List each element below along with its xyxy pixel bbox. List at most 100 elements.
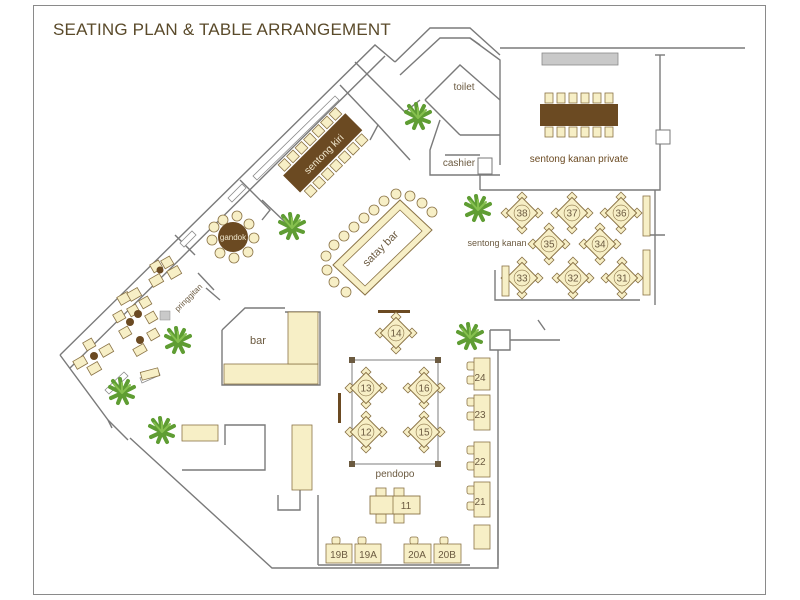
diamond-table-t14: 14 xyxy=(374,311,418,355)
table-24-number: 24 xyxy=(474,373,486,384)
table-t37-number: 37 xyxy=(566,209,578,220)
diamond-table-t35: 35 xyxy=(527,222,571,266)
table-rim xyxy=(591,235,609,253)
pringgitan-side-tables xyxy=(90,266,164,360)
table-20b-number: 20B xyxy=(438,550,456,561)
table-rim xyxy=(415,423,433,441)
table-rim xyxy=(513,204,531,222)
table-top xyxy=(407,371,441,405)
diamond-table-t12: 12 xyxy=(344,410,388,454)
gandok-round-table: gandok xyxy=(206,210,260,264)
diamond-table-t31: 31 xyxy=(600,256,644,300)
table-top xyxy=(532,227,566,261)
sentong-kanan-private-label: sentong kanan private xyxy=(530,154,629,165)
table-23-number: 23 xyxy=(474,410,486,421)
pendopo-tables: 14 13 16 12 15 xyxy=(344,311,446,454)
pendopo-label: pendopo xyxy=(376,469,415,480)
table-top xyxy=(349,371,383,405)
table-top xyxy=(349,415,383,449)
table-top xyxy=(556,261,590,295)
bar-label: bar xyxy=(250,335,266,347)
table-t13-number: 13 xyxy=(360,384,372,395)
diamond-table-t33: 33 xyxy=(500,256,544,300)
table-22-number: 22 xyxy=(474,457,486,468)
table-rim xyxy=(564,269,582,287)
table-t35-number: 35 xyxy=(543,240,555,251)
table-rim xyxy=(613,269,631,287)
plant-icon xyxy=(148,416,176,444)
table-rim xyxy=(540,235,558,253)
bench xyxy=(642,195,651,237)
plant-icon xyxy=(108,377,136,405)
table-top xyxy=(505,261,539,295)
pringgitan-column xyxy=(159,310,171,321)
column xyxy=(655,129,671,145)
table-rim xyxy=(357,379,375,397)
table-top xyxy=(604,196,638,230)
table-t12-number: 12 xyxy=(360,428,372,439)
diamond-table-t37: 37 xyxy=(550,191,594,235)
table-top xyxy=(605,261,639,295)
diamond-table-t13: 13 xyxy=(344,366,388,410)
pringgitan-bench xyxy=(139,367,161,381)
cashier-label: cashier xyxy=(443,158,476,169)
plant-icon xyxy=(464,194,492,222)
cashier-counter xyxy=(477,157,493,175)
gandok-label: gandok xyxy=(220,233,247,242)
counter xyxy=(291,424,313,491)
service-counter xyxy=(541,52,619,66)
table-rim xyxy=(357,423,375,441)
table-19b-number: 19B xyxy=(330,550,348,561)
bench xyxy=(501,265,510,297)
table-t36-number: 36 xyxy=(615,209,627,220)
table-19a-number: 19A xyxy=(359,550,377,561)
diamond-table-t16: 16 xyxy=(402,366,446,410)
table-21-number: 21 xyxy=(474,497,486,508)
plan-frame xyxy=(33,5,766,595)
pringgitan-label: pringgitan xyxy=(173,282,204,313)
diamond-table-t15: 15 xyxy=(402,410,446,454)
diamond-table-t32: 32 xyxy=(551,256,595,300)
bottom-row-tables: 19B 19A 20A 20B xyxy=(325,536,462,564)
table-rim xyxy=(513,269,531,287)
sentong-kiri-table: sentong kiri xyxy=(277,107,369,198)
diamond-table-t38: 38 xyxy=(500,191,544,235)
table-rim xyxy=(387,324,405,342)
right-column-tables: 24 23 22 21 xyxy=(466,357,491,550)
table-11: 11 xyxy=(369,487,421,524)
table-t38-number: 38 xyxy=(516,209,528,220)
table-t33-number: 33 xyxy=(516,274,528,285)
table-rim xyxy=(415,379,433,397)
main-bar: bar xyxy=(223,311,319,385)
table-t14-number: 14 xyxy=(390,329,402,340)
sentong-kanan-label: sentong kanan xyxy=(467,238,526,248)
satay-bar: satay bar xyxy=(320,188,438,298)
plant-icon xyxy=(164,326,192,354)
table-t32-number: 32 xyxy=(567,274,579,285)
table-t16-number: 16 xyxy=(418,384,430,395)
table-top xyxy=(407,415,441,449)
walls xyxy=(59,27,745,569)
bench xyxy=(642,249,651,296)
table-top xyxy=(505,196,539,230)
plant-icon xyxy=(404,102,432,130)
toilet-label: toilet xyxy=(453,82,474,93)
private-dining-table xyxy=(540,92,618,138)
diamond-table-t36: 36 xyxy=(599,191,643,235)
table-top xyxy=(583,227,617,261)
table-20a-number: 20A xyxy=(408,550,426,561)
table-top xyxy=(379,316,413,350)
counter xyxy=(181,424,219,442)
table-rim xyxy=(563,204,581,222)
page-title: SEATING PLAN & TABLE ARRANGEMENT xyxy=(53,20,391,39)
table-11-number: 11 xyxy=(401,501,412,512)
table-t31-number: 31 xyxy=(616,274,628,285)
table-top xyxy=(555,196,589,230)
table-t15-number: 15 xyxy=(418,428,430,439)
sentong-kanan-tables: 38 37 36 35 34 33 32 31 xyxy=(500,191,644,300)
table-rim xyxy=(612,204,630,222)
pendopo-area: pendopo xyxy=(338,310,441,480)
plant-icon xyxy=(456,322,484,350)
table-t34-number: 34 xyxy=(594,240,606,251)
